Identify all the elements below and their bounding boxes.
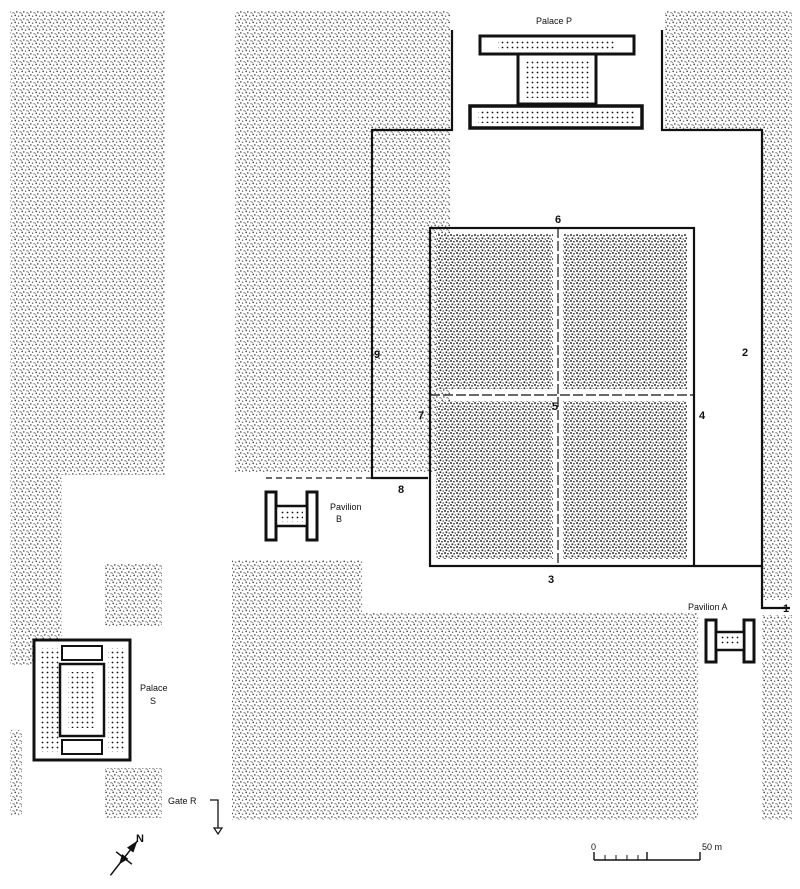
garden-plot-se (563, 401, 687, 559)
palace-p-label: Palace P (536, 16, 572, 26)
north-arrow-icon (109, 840, 139, 876)
wall-number-9: 9 (374, 349, 380, 361)
garden-plot-nw (436, 234, 553, 389)
gate-r-marker (210, 799, 224, 836)
garden-quadrants (436, 234, 687, 559)
wall-number-8: 8 (398, 484, 404, 496)
garden-plot-ne (563, 234, 687, 389)
north-label: N (136, 833, 144, 845)
palace-s (32, 638, 132, 762)
wall-number-7: 7 (418, 410, 424, 422)
terrain-gate-block (105, 768, 162, 818)
terrain-west-lower (10, 475, 62, 665)
wall-number-6: 6 (555, 214, 561, 226)
terrain-small-block (105, 563, 162, 626)
terrain-northeast (665, 10, 792, 130)
pavilion-b-label-line1: Pavilion (330, 502, 362, 512)
scale-start-label: 0 (591, 842, 596, 852)
garden-plot-sw (436, 401, 553, 559)
building-labels: Palace P Pavilion B Pavilion A Palace S … (140, 16, 728, 806)
wall-number-5: 5 (552, 401, 558, 413)
wall-numbers: 1 2 3 4 5 6 7 8 9 (374, 214, 789, 615)
pavilion-a-label: Pavilion A (688, 602, 728, 612)
palace-s-label-line2: S (150, 696, 156, 706)
palace-s-label-line1: Palace (140, 683, 168, 693)
terrain-central-north (235, 10, 450, 472)
outer-enclosure (265, 30, 790, 610)
terrain-east-strip (762, 130, 792, 600)
wall-number-2: 2 (742, 347, 748, 359)
terrain-west-bottom (10, 730, 22, 815)
wall-number-4: 4 (699, 410, 706, 422)
wall-number-1: 1 (783, 603, 789, 615)
inner-enclosure-walls (428, 226, 762, 568)
pavilion-b (264, 490, 319, 542)
terrain-east-lower (762, 615, 792, 820)
gate-r-label: Gate R (168, 796, 197, 806)
wall-number-3: 3 (548, 574, 554, 586)
terrain-south-main (232, 612, 698, 820)
palace-p (468, 34, 644, 130)
scale-bar: 0 50 m (591, 842, 722, 861)
terrain-areas (10, 10, 792, 820)
pavilion-b-label-line2: B (336, 514, 342, 524)
pavilion-a (704, 618, 756, 664)
terrain-west-strip (10, 10, 165, 475)
scale-end-label: 50 m (702, 842, 722, 852)
